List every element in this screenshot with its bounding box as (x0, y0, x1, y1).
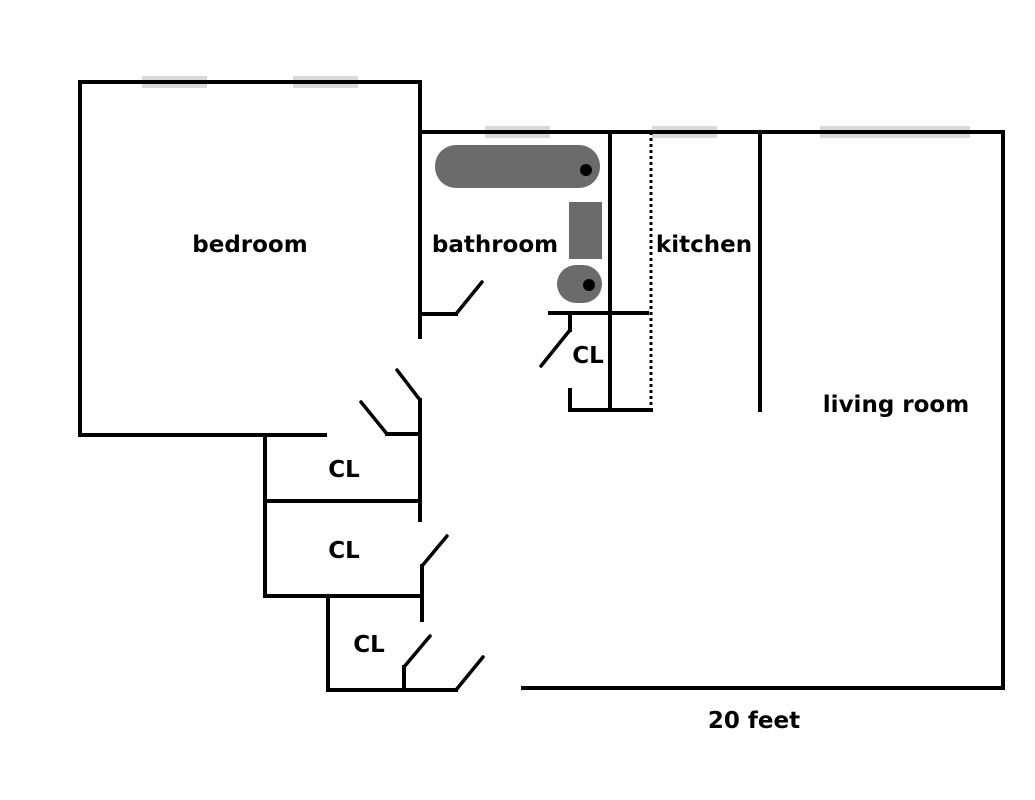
bedroom-walls (78, 80, 422, 437)
bathtub-drain-icon (580, 164, 592, 176)
bathtub (435, 145, 600, 188)
closet-1-label: CL (328, 457, 360, 483)
scale-label: 20 feet (708, 708, 800, 734)
bathroom-label: bathroom (432, 232, 558, 258)
bathroom-closet-walls (539, 311, 653, 412)
kitchen-label: kitchen (656, 232, 752, 258)
bedroom-label: bedroom (192, 232, 307, 258)
bathroom-door (418, 280, 484, 316)
hallway-closet-walls (263, 433, 485, 692)
living-room-label: living room (823, 392, 969, 418)
toilet (557, 265, 602, 303)
toilet-drain-icon (583, 279, 595, 291)
sink (569, 202, 602, 259)
closet-3-label: CL (353, 632, 385, 658)
main-walls (418, 130, 1005, 690)
bathroom-closet-label: CL (572, 343, 604, 369)
bathroom-fixtures (435, 145, 602, 303)
bedroom-door (359, 368, 422, 522)
closet-2-label: CL (328, 538, 360, 564)
windows (142, 76, 970, 138)
